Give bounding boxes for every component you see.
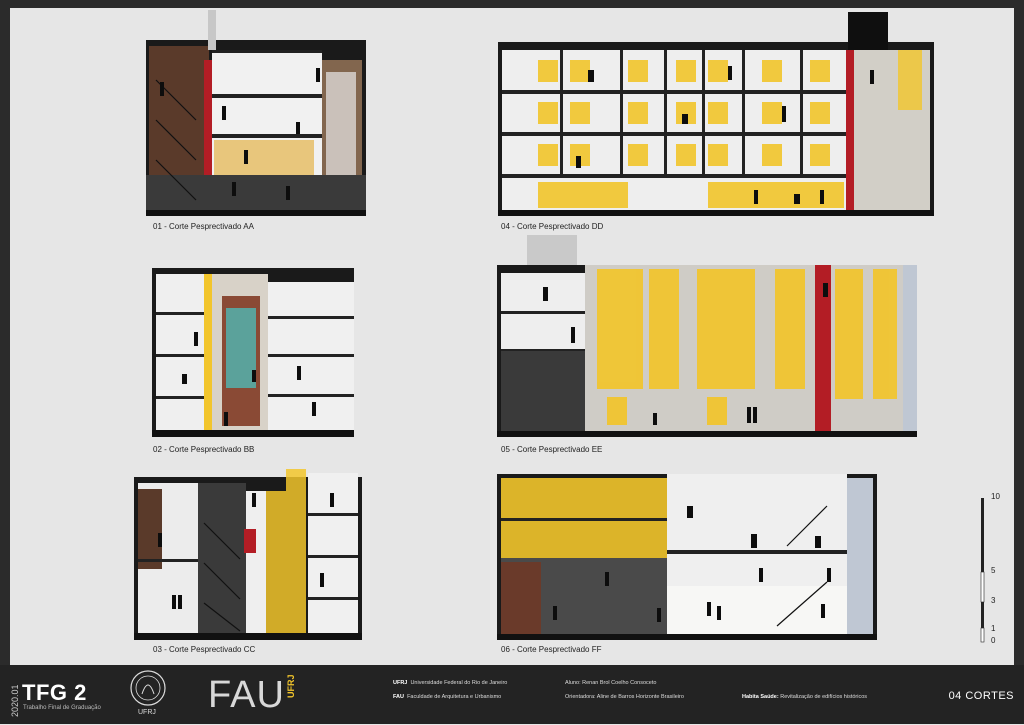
section-ee-image — [497, 235, 917, 437]
section-bb-image — [152, 262, 354, 437]
footer-tfg-subtitle: Trabalho Final de Graduação — [23, 705, 101, 711]
seal-text: UFRJ — [138, 709, 156, 716]
fau-logo-subtext: UFRJ — [286, 674, 296, 698]
section-ff-caption: 06 - Corte Pesprectivado FF — [501, 645, 602, 654]
footer-tfg-title: TFG 2 — [22, 680, 87, 705]
section-aa-image — [146, 10, 366, 216]
inst2-name: Faculdade de Arquitetura e Urbanismo — [407, 694, 502, 700]
fau-logo: FAU UFRJ — [208, 672, 298, 718]
section-dd-image — [498, 10, 934, 216]
footer-bar — [0, 665, 1024, 724]
project-desc: Revitalização de edifícios históricos — [780, 694, 868, 700]
right-border — [1014, 0, 1024, 665]
footer-advisor: Orientadora: Aline de Barros Horizonte B… — [565, 694, 684, 700]
section-ee-caption: 05 - Corte Pesprectivado EE — [501, 445, 603, 454]
top-border — [0, 0, 1024, 8]
sheet-title: 04 CORTES — [948, 690, 1014, 702]
graphic-scale: 10 5 3 1 0 — [975, 492, 1015, 645]
section-cc-image — [134, 463, 362, 640]
scale-label-10: 10 — [991, 492, 1000, 501]
scale-label-3: 3 — [991, 596, 996, 605]
section-bb-caption: 02 - Corte Pesprectivado BB — [153, 445, 255, 454]
section-ff-image — [497, 466, 877, 640]
inst1-abbr: UFRJ — [393, 680, 408, 686]
footer-institution-1: UFRJ Universidade Federal do Rio de Jane… — [393, 680, 507, 686]
footer-year: 2020.01 — [10, 684, 20, 717]
footer-project: Habita Saúde: Revitalização de edifícios… — [742, 694, 867, 700]
section-cc-caption: 03 - Corte Pesprectivado CC — [153, 645, 256, 654]
inst2-abbr: FAU — [393, 694, 404, 700]
inst1-name: Universidade Federal do Rio de Janeiro — [410, 680, 508, 686]
ufrj-seal-logo: UFRJ — [128, 668, 168, 720]
scale-label-1: 1 — [991, 624, 996, 633]
footer-institution-2: FAU Faculdade de Arquitetura e Urbanismo — [393, 694, 501, 700]
section-aa-caption: 01 - Corte Pesprectivado AA — [153, 222, 254, 231]
scale-label-5: 5 — [991, 566, 996, 575]
project-label: Habita Saúde: — [742, 694, 779, 700]
footer-student: Aluno: Renan Brol Coelho Consoceto — [565, 680, 657, 686]
fau-logo-text: FAU — [208, 674, 285, 716]
left-border — [0, 0, 10, 665]
scale-label-0: 0 — [991, 636, 996, 645]
section-dd-caption: 04 - Corte Pesprectivado DD — [501, 222, 604, 231]
